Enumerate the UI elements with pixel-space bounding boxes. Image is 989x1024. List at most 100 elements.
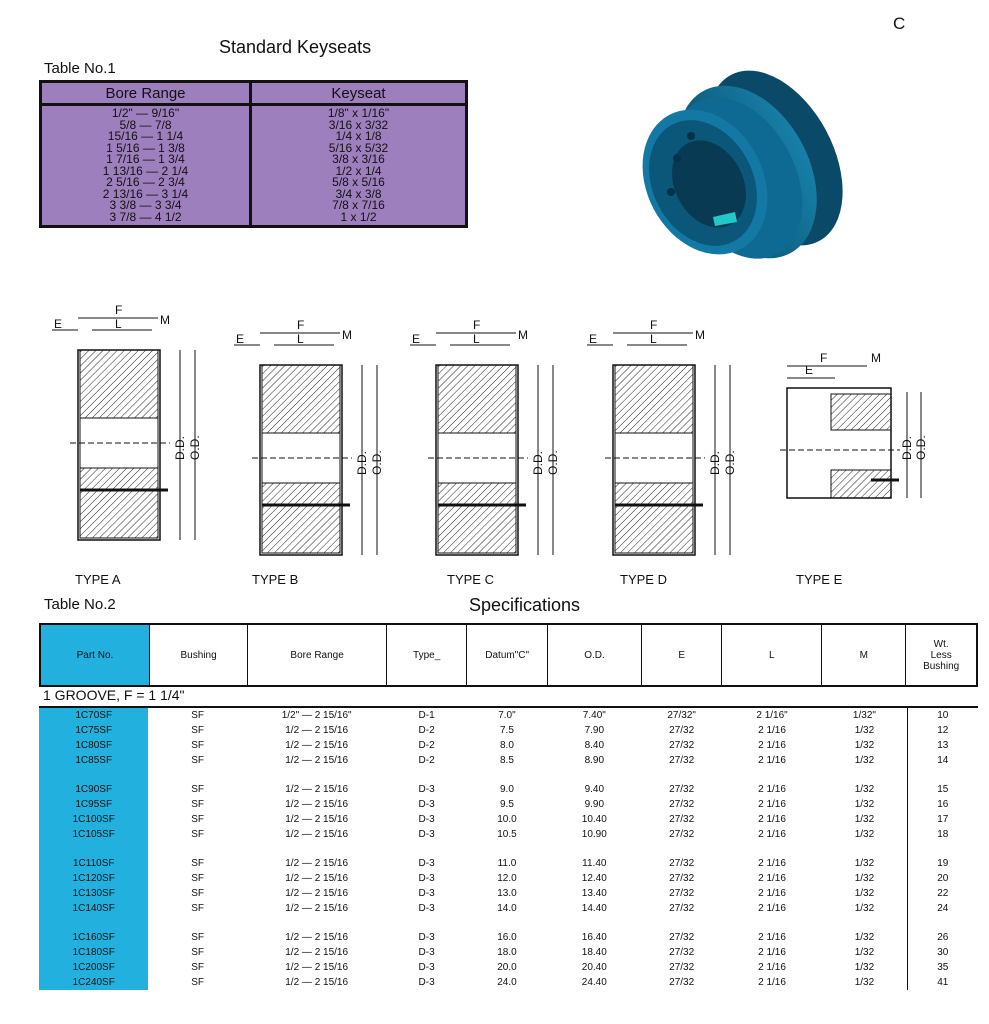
part-number-cell: 1C130SF (39, 886, 149, 901)
spec-header-cell: O.D. (546, 624, 642, 686)
spec-cell: SF (191, 784, 205, 795)
spec-cell: 1/32 (854, 725, 875, 736)
upper-section (830, 393, 892, 431)
od-label: O.D. (546, 450, 560, 475)
spec-cell: 1/32 (854, 799, 875, 810)
spec-cell: 1/32 (854, 873, 875, 884)
spec-cell: 27/32 (669, 814, 695, 825)
keyseat-cell: 5/8 x 5/16 (332, 175, 385, 189)
upper-section (79, 349, 159, 419)
spec-cell: 2 1/16 (758, 740, 786, 751)
spec-cell: SF (191, 755, 205, 766)
spec-cell: 1/32 (854, 903, 875, 914)
keyseat-cell: 1/8" x 1/16" (327, 106, 390, 120)
spec-cell: 2 1/16 (758, 977, 786, 988)
spec-cell: 2 1/16 (758, 858, 786, 869)
type-label: TYPE C (447, 572, 494, 587)
table2-label: Table No.2 (44, 596, 116, 613)
spec-cell: 13 (906, 738, 978, 753)
od-label: O.D. (723, 450, 737, 475)
spec-cell: 12.0 (497, 873, 517, 884)
spec-cell: 9.5 (499, 799, 514, 810)
part-number-cell: 1C120SF (39, 871, 149, 886)
part-number-cell: 1C180SF (39, 945, 149, 960)
spec-cell: 1/32 (854, 947, 875, 958)
keyseat-cell: 3/16 x 3/32 (328, 117, 389, 132)
dd-label: D.D. (900, 436, 914, 460)
spec-cell: 1/32 (854, 814, 875, 825)
spec-cell: D-3 (418, 962, 435, 973)
bore-range-cell: 15/16 — 1 1/4 (107, 129, 184, 143)
spec-cell: 27/32 (669, 888, 695, 899)
od-label: O.D. (370, 450, 384, 475)
spec-cell: 20.0 (497, 962, 517, 973)
dimension-f-label: F (115, 303, 122, 317)
keyseat-table: Bore Range Keyseat 1/2" — 9/16"5/8 — 7/8… (39, 80, 468, 228)
bore-range-cell: 3 3/8 — 3 3/4 (109, 198, 182, 212)
spec-cell: D-1 (418, 710, 435, 721)
spec-cell: SF (191, 710, 205, 721)
spec-cell: 13.40 (581, 888, 607, 899)
page-letter: C (893, 14, 906, 33)
dimension-l-label: L (115, 317, 122, 331)
spec-cell: D-3 (418, 873, 435, 884)
od-label: O.D. (914, 435, 928, 460)
dimension-l-label: L (297, 332, 304, 346)
spec-cell: 2 1/16 (758, 873, 786, 884)
spec-cell: 7.0" (498, 710, 516, 721)
spec-cell: 9.90 (584, 799, 605, 810)
spec-header-cell: Part No. (40, 624, 150, 686)
spec-cell: 1/32 (854, 888, 875, 899)
dimension-e-label: E (589, 332, 597, 346)
spec-cell: D-3 (418, 799, 435, 810)
part-number-cell: 1C140SF (39, 901, 149, 916)
spec-cell: 1/2 — 2 15/16 (285, 814, 349, 825)
spec-cell: 7.90 (584, 725, 605, 736)
part-number-cell: 1C200SF (39, 960, 149, 975)
upper-section (614, 364, 694, 434)
part-number-cell: 1C240SF (39, 975, 149, 990)
spec-cell: 27/32 (669, 799, 695, 810)
spec-cell: SF (191, 888, 205, 899)
spec-cell: 1/2 — 2 15/16 (285, 829, 349, 840)
spec-cell: 2 1/16 (758, 799, 786, 810)
spec-cell: 1/2 — 2 15/16 (285, 947, 349, 958)
type-label: TYPE D (620, 572, 667, 587)
spec-header-cell: M (821, 624, 906, 686)
spec-cell: D-3 (418, 784, 435, 795)
spec-header-cell: L (721, 624, 822, 686)
spec-cell: 2 1/16 (758, 903, 786, 914)
spec-cell: 27/32 (669, 829, 695, 840)
part-number-cell: 1C160SF (39, 930, 149, 945)
part-number-cell: 1C90SF (39, 782, 149, 797)
keyseat-cell: 3/4 x 3/8 (335, 186, 382, 201)
group-spacer (39, 916, 978, 930)
spec-cell: 14.40 (581, 903, 607, 914)
dimension-m-label: M (342, 328, 352, 342)
spec-cell: SF (191, 740, 205, 751)
spec-cell: 2 1/16 (758, 829, 786, 840)
spec-cell: 1/2 — 2 15/16 (285, 932, 349, 943)
spec-cell: 1/32 (854, 784, 875, 795)
spec-cell: 16 (906, 797, 978, 812)
spec-cell: 27/32 (669, 755, 695, 766)
spec-cell: 24 (906, 901, 978, 916)
spec-cell: 12 (906, 723, 978, 738)
spec-cell: 10.0 (497, 814, 517, 825)
spec-cell: SF (191, 829, 205, 840)
lower-section (79, 467, 159, 539)
spec-cell: SF (191, 858, 205, 869)
